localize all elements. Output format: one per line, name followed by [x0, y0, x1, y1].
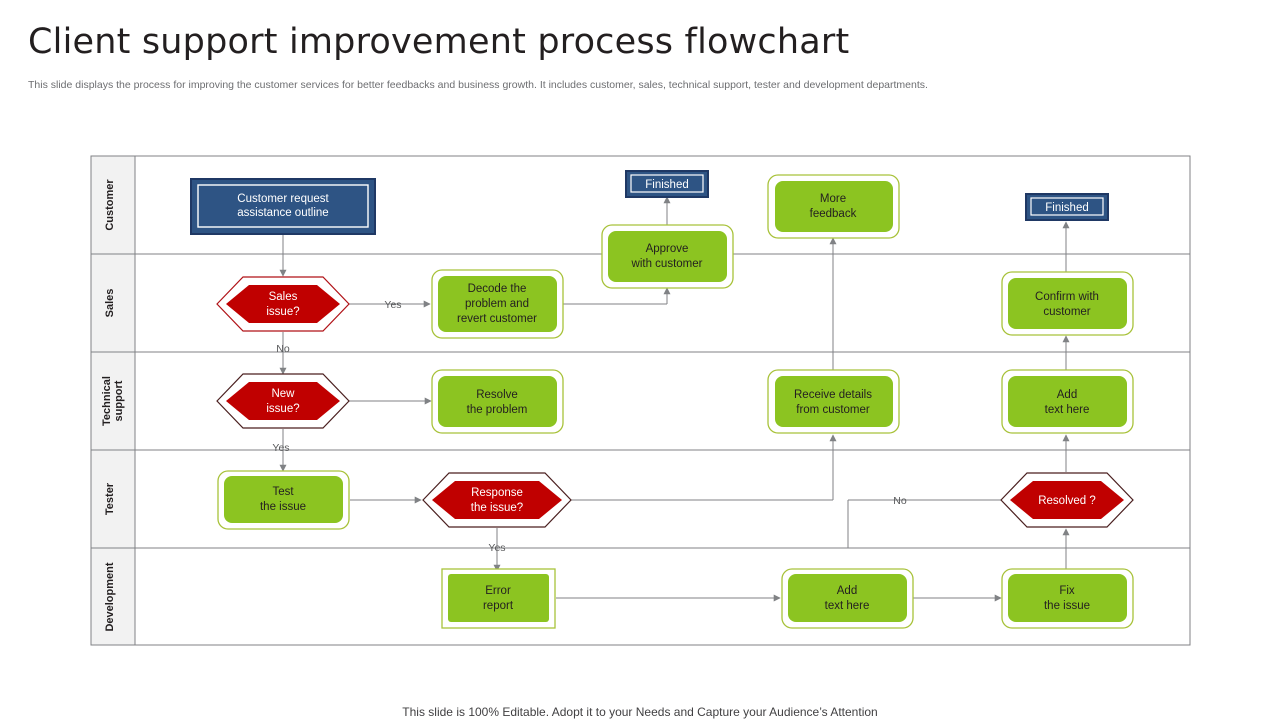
node-finished-1[interactable]: Finished — [625, 170, 709, 198]
lane-label-text: Tester — [104, 482, 116, 515]
node-label-line1: Decode the — [468, 283, 527, 295]
edge-label-yes-sales: Yes — [384, 299, 401, 311]
node-label-line2: the issue — [1044, 600, 1090, 612]
node-label-line2: report — [483, 600, 514, 612]
node-label-line1: Add — [1057, 389, 1077, 401]
node-label-line1: Resolve — [476, 389, 518, 401]
node-label-line1: Add — [837, 585, 857, 597]
node-label-line2: problem and — [465, 298, 529, 310]
node-more-feedback[interactable]: More feedback — [767, 174, 900, 239]
node-label-line2: the issue — [260, 501, 306, 513]
page-subtitle: This slide displays the process for impr… — [28, 79, 928, 91]
node-label-line2: issue? — [266, 306, 299, 318]
node-label-line1: New — [271, 388, 295, 400]
node-label: Resolved ? — [1038, 495, 1096, 507]
node-customer-request[interactable]: Customer request assistance outline — [190, 178, 376, 235]
node-label-line3: revert customer — [457, 313, 537, 325]
node-label-line1: Test — [272, 486, 294, 498]
node-label-line2: text here — [825, 600, 870, 612]
node-resolved[interactable]: Resolved ? — [1000, 472, 1134, 528]
node-approve-with-customer[interactable]: Approve with customer — [601, 224, 734, 289]
lane-label-text-line2: support — [113, 380, 125, 421]
node-finished-2[interactable]: Finished — [1025, 193, 1109, 221]
node-response-issue[interactable]: Response the issue? — [422, 472, 572, 528]
node-label-line1: Error — [485, 585, 511, 597]
lane-label-technical-support: Technical support — [101, 376, 125, 426]
lane-label-text: Development — [104, 562, 116, 631]
node-label-line1: Sales — [269, 291, 298, 303]
slide-footer-note: This slide is 100% Editable. Adopt it to… — [402, 705, 878, 719]
node-label-line2: issue? — [266, 403, 299, 415]
node-label-line1: Confirm with — [1035, 291, 1099, 303]
node-new-issue[interactable]: New issue? — [216, 373, 350, 429]
node-add-text-here-development[interactable]: Add text here — [781, 568, 914, 629]
node-label-line2: customer — [1043, 306, 1090, 318]
edge-label-no-resolved: No — [893, 495, 907, 507]
node-label-line2: with customer — [631, 258, 703, 270]
node-sales-issue[interactable]: Sales issue? — [216, 276, 350, 332]
lane-label-sales: Sales — [104, 289, 116, 318]
node-label-line2: text here — [1045, 404, 1090, 416]
page-title: Client support improvement process flowc… — [28, 22, 850, 62]
node-label-line2: the issue? — [471, 502, 523, 514]
node-label-line1: More — [820, 193, 846, 205]
node-error-report[interactable]: Error report — [441, 568, 556, 629]
node-fix-issue[interactable]: Fix the issue — [1001, 568, 1134, 629]
lane-label-customer: Customer — [104, 179, 116, 231]
node-resolve-problem[interactable]: Resolve the problem — [431, 369, 564, 434]
lane-label-text-line1: Technical — [101, 376, 113, 426]
node-label-line1: Response — [471, 487, 523, 499]
node-label: Finished — [1045, 202, 1088, 214]
node-add-text-here-technical[interactable]: Add text here — [1001, 369, 1134, 434]
node-receive-details[interactable]: Receive details from customer — [767, 369, 900, 434]
node-label: Finished — [645, 179, 688, 191]
node-decode-problem[interactable]: Decode the problem and revert customer — [431, 269, 564, 339]
lane-label-text: Customer — [104, 179, 116, 231]
edge-label-yes-response: Yes — [488, 542, 505, 554]
node-confirm-with-customer[interactable]: Confirm with customer — [1001, 271, 1134, 336]
lane-label-development: Development — [104, 562, 116, 631]
connectors: Decode --> New issue? --> Test the issue… — [279, 196, 1070, 602]
lane-label-text: Sales — [104, 289, 116, 318]
node-test-issue[interactable]: Test the issue — [217, 470, 350, 530]
node-label-line1: Receive details — [794, 389, 872, 401]
node-label-line2: the problem — [467, 404, 528, 416]
node-label-line2: assistance outline — [237, 207, 328, 219]
lane-label-tester: Tester — [104, 482, 116, 515]
node-label-line2: feedback — [810, 208, 857, 220]
node-label-line2: from customer — [796, 404, 870, 416]
node-label-line1: Fix — [1059, 585, 1075, 597]
node-label-line1: Approve — [646, 243, 689, 255]
edge-label-yes-new: Yes — [272, 442, 289, 454]
node-label-line1: Customer request — [237, 193, 329, 205]
edge-label-no-sales: No — [276, 343, 290, 355]
